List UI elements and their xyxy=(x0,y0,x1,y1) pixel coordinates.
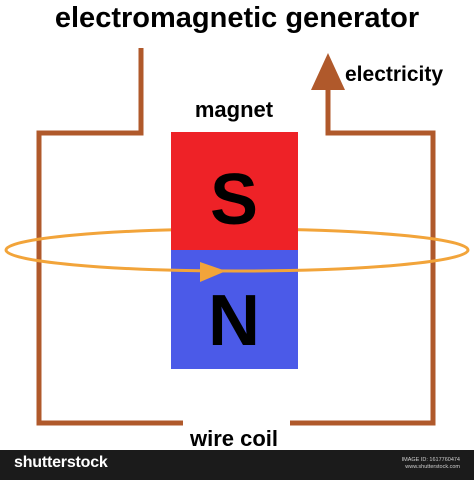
stock-footer: shutterstock IMAGE ID: 1617760474 www.sh… xyxy=(0,450,474,480)
electricity-label: electricity xyxy=(345,63,443,86)
electricity-arrow-icon xyxy=(311,53,345,90)
magnet-label: magnet xyxy=(195,97,274,122)
image-credit: IMAGE ID: 1617760474 www.shutterstock.co… xyxy=(402,457,460,471)
site-url: www.shutterstock.com xyxy=(405,464,460,470)
shutterstock-logo: shutterstock xyxy=(14,454,108,471)
diagram-title: electromagnetic generator xyxy=(55,2,419,34)
generator-diagram: electromagnetic generator electricity ma… xyxy=(4,2,470,450)
wire-coil-label: wire coil xyxy=(189,426,278,450)
magnet-south-pole xyxy=(171,132,298,250)
wire-left xyxy=(36,48,183,426)
coil-front-arc xyxy=(4,249,470,273)
north-pole-label: N xyxy=(208,281,260,361)
image-id: IMAGE ID: 1617760474 xyxy=(401,457,460,463)
coil-direction-arrow-icon xyxy=(200,262,226,282)
south-pole-label: S xyxy=(210,160,258,240)
wire-right xyxy=(290,85,436,426)
